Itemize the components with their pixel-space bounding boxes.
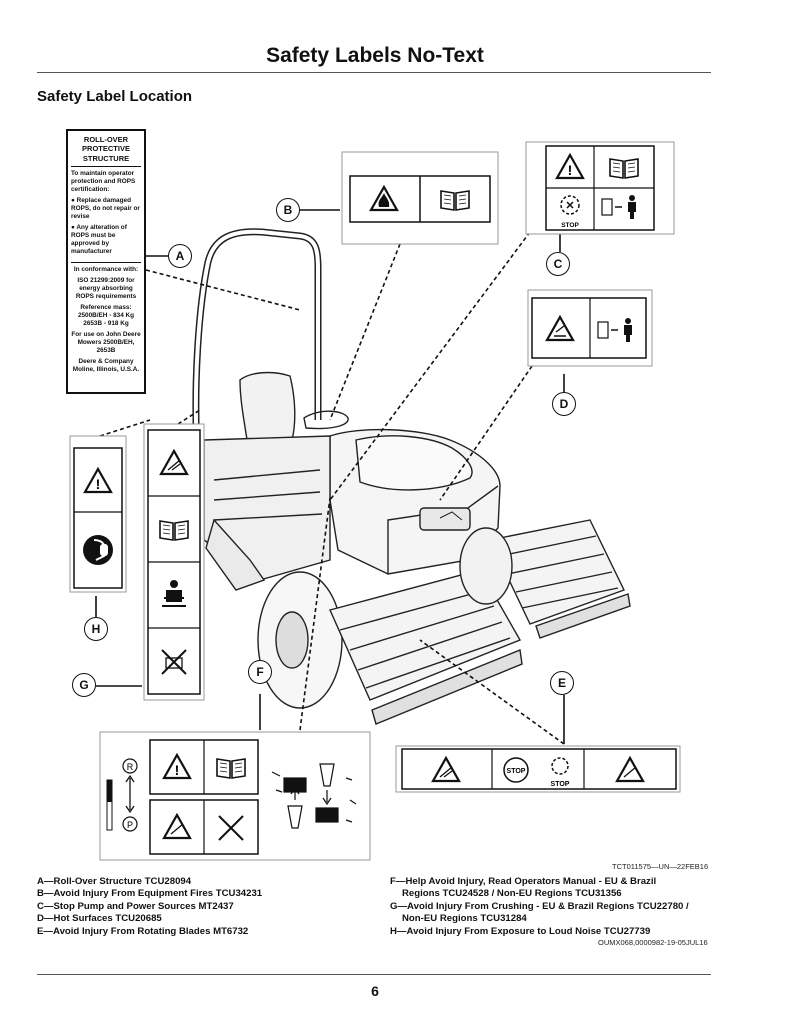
stop-text: STOP (551, 781, 570, 788)
figure-id: TCT011575—UN—22FEB16 (612, 862, 709, 871)
callout-a: A (168, 244, 192, 268)
svg-text:!: ! (568, 162, 573, 178)
rotating-blade-warning-icon (615, 756, 645, 783)
rops-intro: To maintain operator protection and ROPS… (71, 170, 136, 194)
decal-g (143, 423, 205, 701)
header-divider (37, 72, 711, 73)
svg-text:!: ! (175, 762, 180, 778)
legend-item-b: B—Avoid Injury From Equipment Fires TCU3… (37, 888, 263, 900)
rops-instructions: To maintain operator protection and ROPS… (71, 170, 141, 264)
rops-standard: ISO 21299:2009 for energy absorbing ROPS… (75, 277, 137, 301)
blade-warning-icon (431, 756, 461, 783)
rops-label: ROLL-OVER PROTECTIVE STRUCTURE To mainta… (66, 129, 146, 394)
rops-company: Deere & Company Moline, Illinois, U.S.A. (72, 358, 140, 374)
hydraulic-mechanism-icon (271, 763, 357, 829)
doc-reference: OUMX068,0000982-19-05JUL16 (598, 938, 708, 947)
callout-h: H (84, 617, 108, 641)
rops-conformance: In conformance with: ISO 21299:2009 for … (71, 266, 141, 374)
person-stop-icon (597, 318, 632, 342)
crush-warning-icon (162, 813, 192, 840)
legend-item-c: C—Stop Pump and Power Sources MT2437 (37, 900, 234, 912)
decal-e: STOP STOP (395, 745, 681, 793)
section-title: Safety Label Location (37, 88, 193, 105)
rops-bullet-2: ● Any alteration of ROPS must be approve… (71, 224, 127, 256)
callout-g: G (72, 673, 96, 697)
legend-item-f: F—Help Avoid Injury, Read Operators Manu… (390, 876, 657, 887)
decal-f: R P ! (99, 731, 371, 861)
page-number: 6 (371, 983, 379, 999)
callout-e: E (550, 671, 574, 695)
rops-mass-heading: Reference mass: (80, 304, 132, 312)
no-rollover-icon (161, 649, 187, 675)
legend-item-f-cont: Regions TCU24528 / Non-EU Regions TCU313… (402, 888, 622, 900)
page-title: Safety Labels No-Text (266, 44, 484, 67)
mower-body (192, 228, 631, 725)
rops-conformance-label: In conformance with: (73, 266, 139, 274)
decal-b (341, 151, 499, 245)
warning-icon: ! (83, 467, 113, 494)
legend-item-e: E—Avoid Injury From Rotating Blades MT67… (37, 925, 249, 937)
decal-c: ! STOP (525, 141, 675, 235)
svg-text:R: R (127, 762, 134, 772)
rops-mass-1: 2500B/EH - 834 Kg (77, 312, 135, 320)
legend-item-g-cont: Non-EU Regions TCU31284 (402, 913, 527, 925)
callout-c: C (546, 252, 570, 276)
no-rollover-icon (218, 815, 244, 841)
blade-rotation-icon (560, 195, 580, 215)
stop-text: STOP (561, 222, 579, 229)
rops-heading: ROLL-OVER PROTECTIVE STRUCTURE (71, 135, 141, 168)
rops-use-on: For use on John Deere Mowers 2500B/EH, 2… (71, 331, 141, 355)
hot-surface-icon (545, 315, 575, 342)
svg-text:P: P (127, 820, 133, 830)
legend-item-g: G—Avoid Injury From Crushing - EU & Braz… (390, 900, 689, 912)
callout-b: B (276, 198, 300, 222)
person-stop-icon (601, 195, 636, 219)
callout-f: F (248, 660, 272, 684)
decal-h: ! (69, 435, 127, 593)
legend-item-d: D—Hot Surfaces TCU20685 (37, 913, 162, 925)
rops-bullet-1: ● Replace damaged ROPS, do not repair or… (71, 197, 140, 221)
footer-divider (37, 974, 711, 975)
stop-sign-text: STOP (507, 768, 526, 775)
warning-icon: ! (162, 753, 192, 780)
lever-icon: R P (106, 758, 138, 832)
rops-mass-2: 2653B - 918 Kg (83, 320, 129, 328)
crush-warning-icon (159, 449, 189, 476)
decal-d (527, 289, 653, 367)
leader-lines (95, 209, 565, 745)
svg-text:!: ! (96, 476, 101, 492)
fire-warning-icon (369, 185, 399, 212)
stop-sign-icon (503, 757, 529, 783)
hearing-protection-icon (83, 535, 113, 565)
seatbelt-icon (162, 580, 186, 607)
legend-left: A—Roll-Over Structure TCU28094 B—Avoid I… (37, 876, 377, 938)
legend-item-h: H—Avoid Injury From Exposure to Loud Noi… (390, 925, 651, 937)
legend-right: F—Help Avoid Injury, Read Operators Manu… (390, 876, 720, 938)
callout-d: D (552, 392, 576, 416)
warning-icon: ! (555, 153, 585, 180)
legend-item-a: A—Roll-Over Structure TCU28094 (37, 876, 192, 887)
blade-rotation-icon (551, 757, 569, 775)
